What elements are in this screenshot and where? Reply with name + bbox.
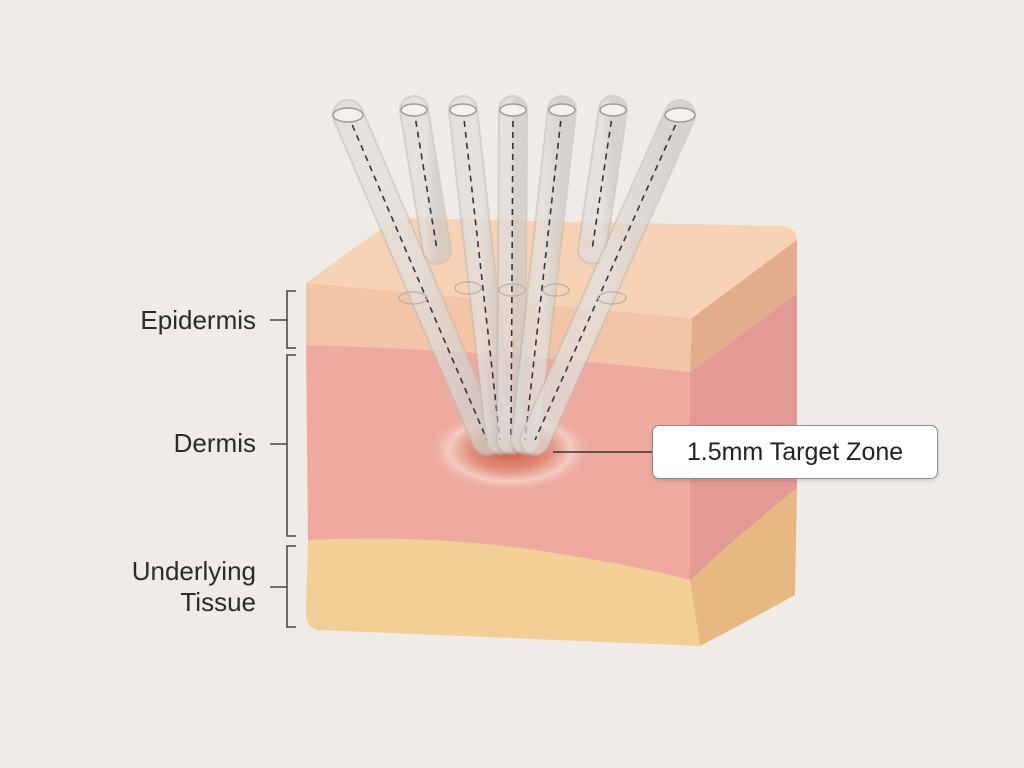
needle-array [332,95,696,456]
needle-1 [332,99,503,456]
needle-4 [496,95,528,455]
needle-3 [448,95,515,455]
underlying-bracket [270,545,296,628]
dermis-bracket [270,354,296,537]
dermis-label: Dermis [173,428,256,458]
underlying-tissue-side [690,488,797,646]
layer-brackets [270,290,296,628]
needle-2 [399,95,452,265]
epidermis-side [690,238,797,372]
needle-7 [519,99,696,456]
epidermis-bracket [270,290,296,349]
epidermis-label: Epidermis [140,305,256,335]
target-zone-callout: 1.5mm Target Zone [652,425,938,479]
target-zone-callout-text: 1.5mm Target Zone [686,437,904,466]
needle-5 [510,95,577,455]
needle-6 [577,95,628,265]
underlying-tissue-label: Underlying Tissue [131,556,256,617]
underlying-tissue-front [306,538,700,646]
